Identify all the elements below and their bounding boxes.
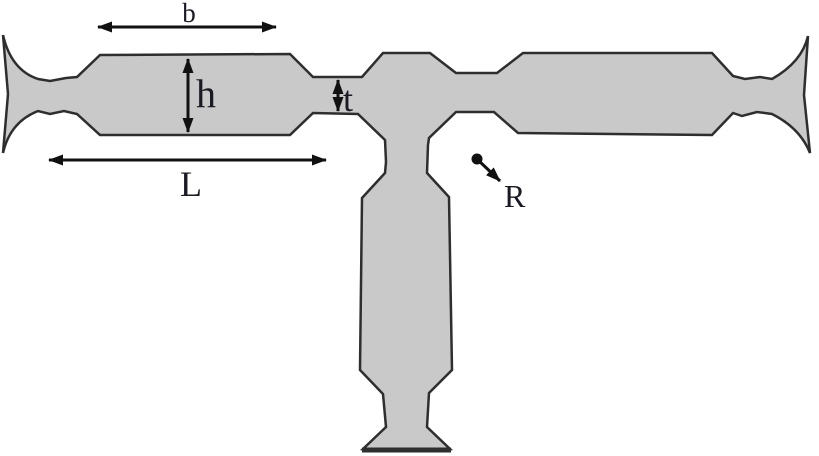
dimension-R: R	[471, 153, 526, 214]
specimen-outline	[1, 34, 812, 451]
R-label: R	[504, 178, 526, 214]
h-label: h	[196, 71, 216, 116]
r-leader-arrow	[475, 157, 502, 183]
b-label: b	[182, 0, 196, 28]
dimension-t: t	[332, 79, 353, 119]
L-label: L	[180, 164, 202, 204]
t-label: t	[343, 79, 353, 119]
dimension-b: b	[97, 0, 277, 33]
dimension-h: h	[182, 58, 216, 133]
dimension-L: L	[48, 154, 327, 204]
